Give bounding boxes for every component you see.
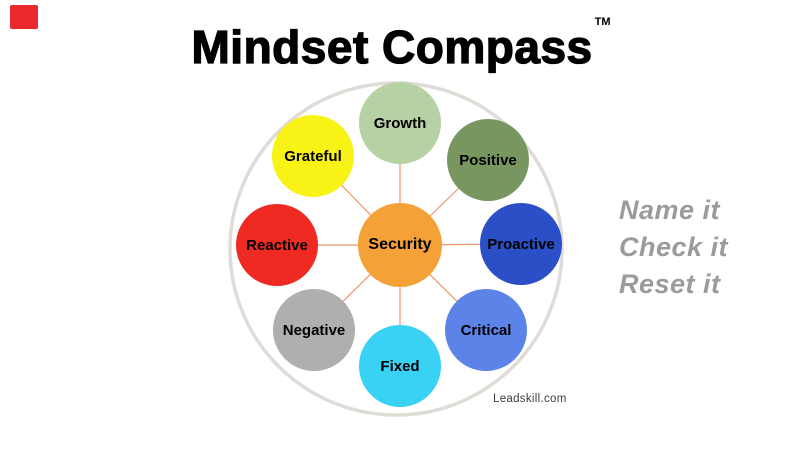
node-critical-label: Critical bbox=[460, 321, 512, 339]
side-line-check-it: Check it bbox=[619, 232, 729, 262]
node-critical: Critical bbox=[445, 289, 527, 371]
node-grateful: Grateful bbox=[272, 115, 354, 197]
node-positive: Positive bbox=[447, 119, 529, 201]
node-reactive-label: Reactive bbox=[246, 236, 308, 254]
node-security-label: Security bbox=[368, 236, 432, 253]
node-negative: Negative bbox=[273, 289, 355, 371]
node-growth-label: Growth bbox=[373, 114, 427, 132]
node-negative-label: Negative bbox=[282, 321, 346, 339]
footer-website: Leadskill.com bbox=[493, 393, 567, 405]
node-proactive-label: Proactive bbox=[487, 235, 555, 253]
brand-logo-square bbox=[10, 5, 38, 29]
side-instructions: Name it Check it Reset it bbox=[619, 192, 728, 303]
node-fixed: Fixed bbox=[359, 325, 441, 407]
node-growth: Growth bbox=[359, 82, 441, 164]
node-reactive: Reactive bbox=[236, 204, 318, 286]
title-text: Mindset Compass bbox=[191, 20, 593, 73]
node-security-center: Security bbox=[358, 203, 442, 287]
side-line-reset-it: Reset it bbox=[619, 269, 721, 299]
node-proactive: Proactive bbox=[480, 203, 562, 285]
side-line-name-it: Name it bbox=[619, 195, 721, 225]
node-grateful-label: Grateful bbox=[284, 147, 342, 165]
node-positive-label: Positive bbox=[459, 151, 517, 169]
trademark-symbol: TM bbox=[594, 15, 611, 28]
node-fixed-label: Fixed bbox=[380, 357, 420, 375]
